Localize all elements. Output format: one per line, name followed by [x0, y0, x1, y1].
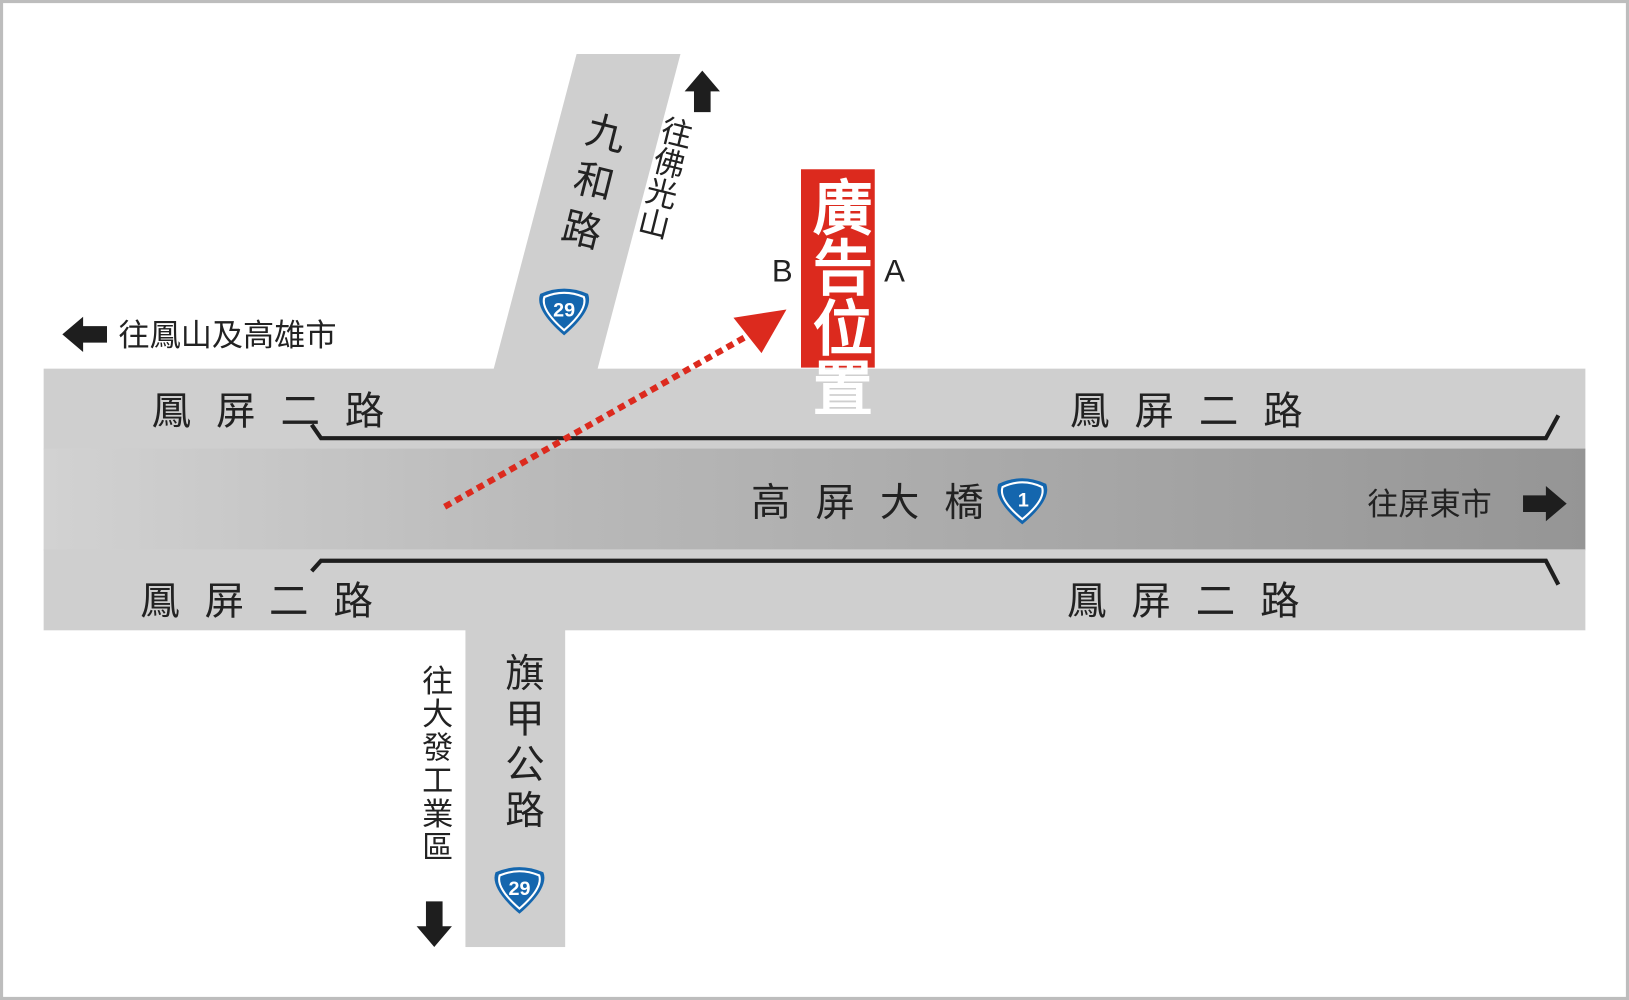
- road-label-upper-right: 鳳屏二路: [1070, 389, 1328, 435]
- gaoping-bridge: [43, 448, 1586, 551]
- billboard-side-a: A: [884, 253, 905, 288]
- divider-line-lower: [310, 558, 1561, 586]
- direction-west: 往鳳山及高雄市: [118, 318, 336, 354]
- route-number: 29: [508, 878, 530, 900]
- route-number: 1: [1018, 490, 1029, 512]
- billboard-label: 廣告位置: [802, 177, 872, 418]
- billboard-side-b: B: [772, 253, 793, 288]
- arrow-down-icon: [416, 901, 452, 948]
- dotted-arrow-line: [443, 331, 752, 510]
- bridge-label: 高屏大橋: [751, 480, 1009, 526]
- route-number: 29: [553, 300, 575, 322]
- dotted-arrow-head: [733, 309, 787, 354]
- jiuhe-road: [493, 53, 681, 370]
- divider-line-upper: [309, 414, 1561, 441]
- arrow-right-icon: [1523, 485, 1567, 522]
- route-29-shield-north: 29: [539, 288, 590, 336]
- billboard: [800, 169, 875, 368]
- road-label-lower-right: 鳳屏二路: [1067, 579, 1325, 625]
- direction-south: 往大發工業區: [416, 665, 453, 864]
- qijia-road-label: 旗甲公路: [499, 652, 545, 835]
- road-label-upper-left: 鳳屏二路: [152, 389, 410, 435]
- route-1-shield: 1: [997, 478, 1048, 525]
- direction-east: 往屏東市: [1367, 487, 1492, 523]
- route-29-shield-south: 29: [494, 867, 545, 914]
- arrow-up-icon: [684, 70, 720, 113]
- arrow-left-icon: [62, 316, 108, 353]
- road-label-lower-left: 鳳屏二路: [140, 579, 398, 625]
